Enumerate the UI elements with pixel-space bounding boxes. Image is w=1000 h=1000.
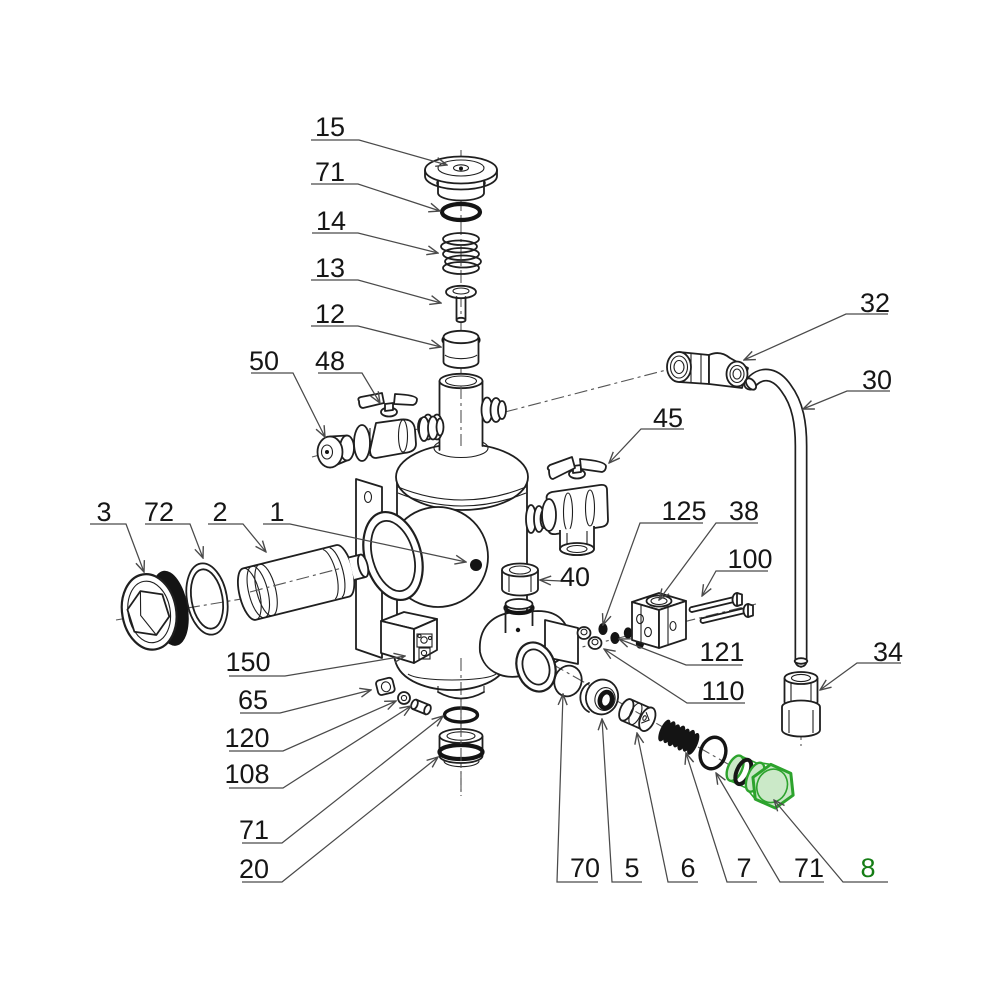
part-sleeve-12 (441, 329, 481, 369)
part-clamp-65 (375, 676, 396, 696)
body-indicator-dot-1 (470, 559, 482, 571)
part-label-1: 1 (263, 497, 466, 562)
part-label-2: 2 (208, 497, 266, 552)
part-piston-5 (579, 678, 620, 716)
svg-text:6: 6 (680, 853, 695, 883)
svg-text:125: 125 (661, 496, 706, 526)
svg-text:65: 65 (238, 685, 268, 715)
part-label-34: 34 (820, 637, 903, 690)
svg-text:13: 13 (315, 253, 345, 283)
part-block-38 (631, 592, 687, 649)
svg-text:2: 2 (212, 497, 227, 527)
part-nut-40 (501, 562, 539, 597)
svg-text:15: 15 (315, 112, 345, 142)
part-poppet-6 (618, 698, 657, 732)
part-label-71-left: 71 (239, 716, 443, 845)
part-label-8: 8 (774, 800, 888, 883)
part-bolts-100 (688, 592, 754, 624)
part-stem-13 (445, 284, 477, 324)
part-nuts-110 (576, 626, 603, 650)
part-label-15: 15 (311, 112, 447, 165)
svg-text:5: 5 (624, 853, 639, 883)
part-plug-8-highlighted (725, 754, 795, 810)
neck-right-port (480, 396, 507, 424)
part-label-32: 32 (744, 288, 890, 360)
part-label-38: 38 (659, 496, 759, 600)
part-label-48: 48 (315, 346, 380, 403)
svg-text:120: 120 (224, 723, 269, 753)
svg-text:121: 121 (699, 637, 744, 667)
part-label-110: 110 (604, 649, 745, 706)
part-label-13: 13 (311, 253, 441, 303)
part-oring-71-top (439, 201, 483, 223)
part-label-150: 150 (225, 647, 405, 677)
part-label-72: 72 (144, 497, 203, 558)
svg-text:48: 48 (315, 346, 345, 376)
part-label-100: 100 (702, 544, 773, 596)
part-cartridge-2 (237, 544, 370, 621)
part-label-65: 65 (238, 685, 371, 715)
part-label-71-right: 71 (716, 773, 824, 883)
part-label-12: 12 (311, 299, 441, 347)
part-body-1 (362, 372, 549, 700)
svg-text:50: 50 (249, 346, 279, 376)
svg-text:3: 3 (96, 497, 111, 527)
part-spring-7 (658, 719, 700, 755)
part-elbow-32 (666, 351, 749, 389)
part-pin-108 (410, 698, 432, 716)
svg-text:70: 70 (570, 853, 600, 883)
part-label-108: 108 (224, 706, 411, 789)
part-spring-14 (440, 232, 482, 275)
body-bottom-outlet (479, 598, 579, 693)
part-washer-screw-120 (397, 691, 411, 705)
part-oring-71-right (698, 735, 728, 771)
svg-text:14: 14 (316, 206, 346, 236)
part-oring-72 (185, 562, 229, 636)
part-pipe-30 (743, 368, 809, 668)
part-label-14: 14 (312, 206, 438, 253)
svg-text:34: 34 (873, 637, 903, 667)
part-label-71-top: 71 (311, 157, 440, 211)
part-bracket-150 (380, 611, 438, 664)
svg-text:150: 150 (225, 647, 270, 677)
part-label-45: 45 (609, 403, 684, 463)
svg-text:108: 108 (224, 759, 269, 789)
part-plug-50 (316, 434, 355, 469)
svg-text:7: 7 (736, 853, 751, 883)
svg-text:71: 71 (794, 853, 824, 883)
part-label-40: 40 (540, 562, 590, 592)
part-label-30: 30 (803, 365, 892, 409)
part-label-6: 6 (637, 733, 698, 883)
part-label-7: 7 (686, 753, 757, 883)
svg-text:32: 32 (860, 288, 890, 318)
svg-text:45: 45 (653, 403, 683, 433)
svg-text:38: 38 (729, 496, 759, 526)
part-fitting-34 (781, 671, 821, 738)
part-label-5: 5 (602, 719, 642, 883)
svg-text:8: 8 (860, 853, 875, 883)
part-cap-3 (120, 570, 189, 651)
part-ball-valve-45 (541, 456, 609, 556)
svg-text:20: 20 (239, 854, 269, 884)
centerline-overlays (249, 386, 462, 792)
part-label-50: 50 (249, 346, 325, 437)
part-label-120: 120 (224, 701, 396, 753)
svg-text:100: 100 (727, 544, 772, 574)
part-label-70: 70 (556, 694, 600, 883)
part-label-3: 3 (90, 497, 144, 572)
part-label-121: 121 (619, 637, 745, 667)
part-cap-15 (424, 155, 498, 202)
svg-text:40: 40 (560, 562, 590, 592)
part-label-125: 125 (603, 496, 707, 625)
svg-text:71: 71 (239, 815, 269, 845)
svg-text:110: 110 (701, 676, 744, 706)
svg-text:12: 12 (315, 299, 345, 329)
svg-text:30: 30 (862, 365, 892, 395)
svg-text:72: 72 (144, 497, 174, 527)
svg-text:71: 71 (315, 157, 345, 187)
part-label-20: 20 (239, 757, 438, 884)
svg-text:1: 1 (269, 497, 284, 527)
